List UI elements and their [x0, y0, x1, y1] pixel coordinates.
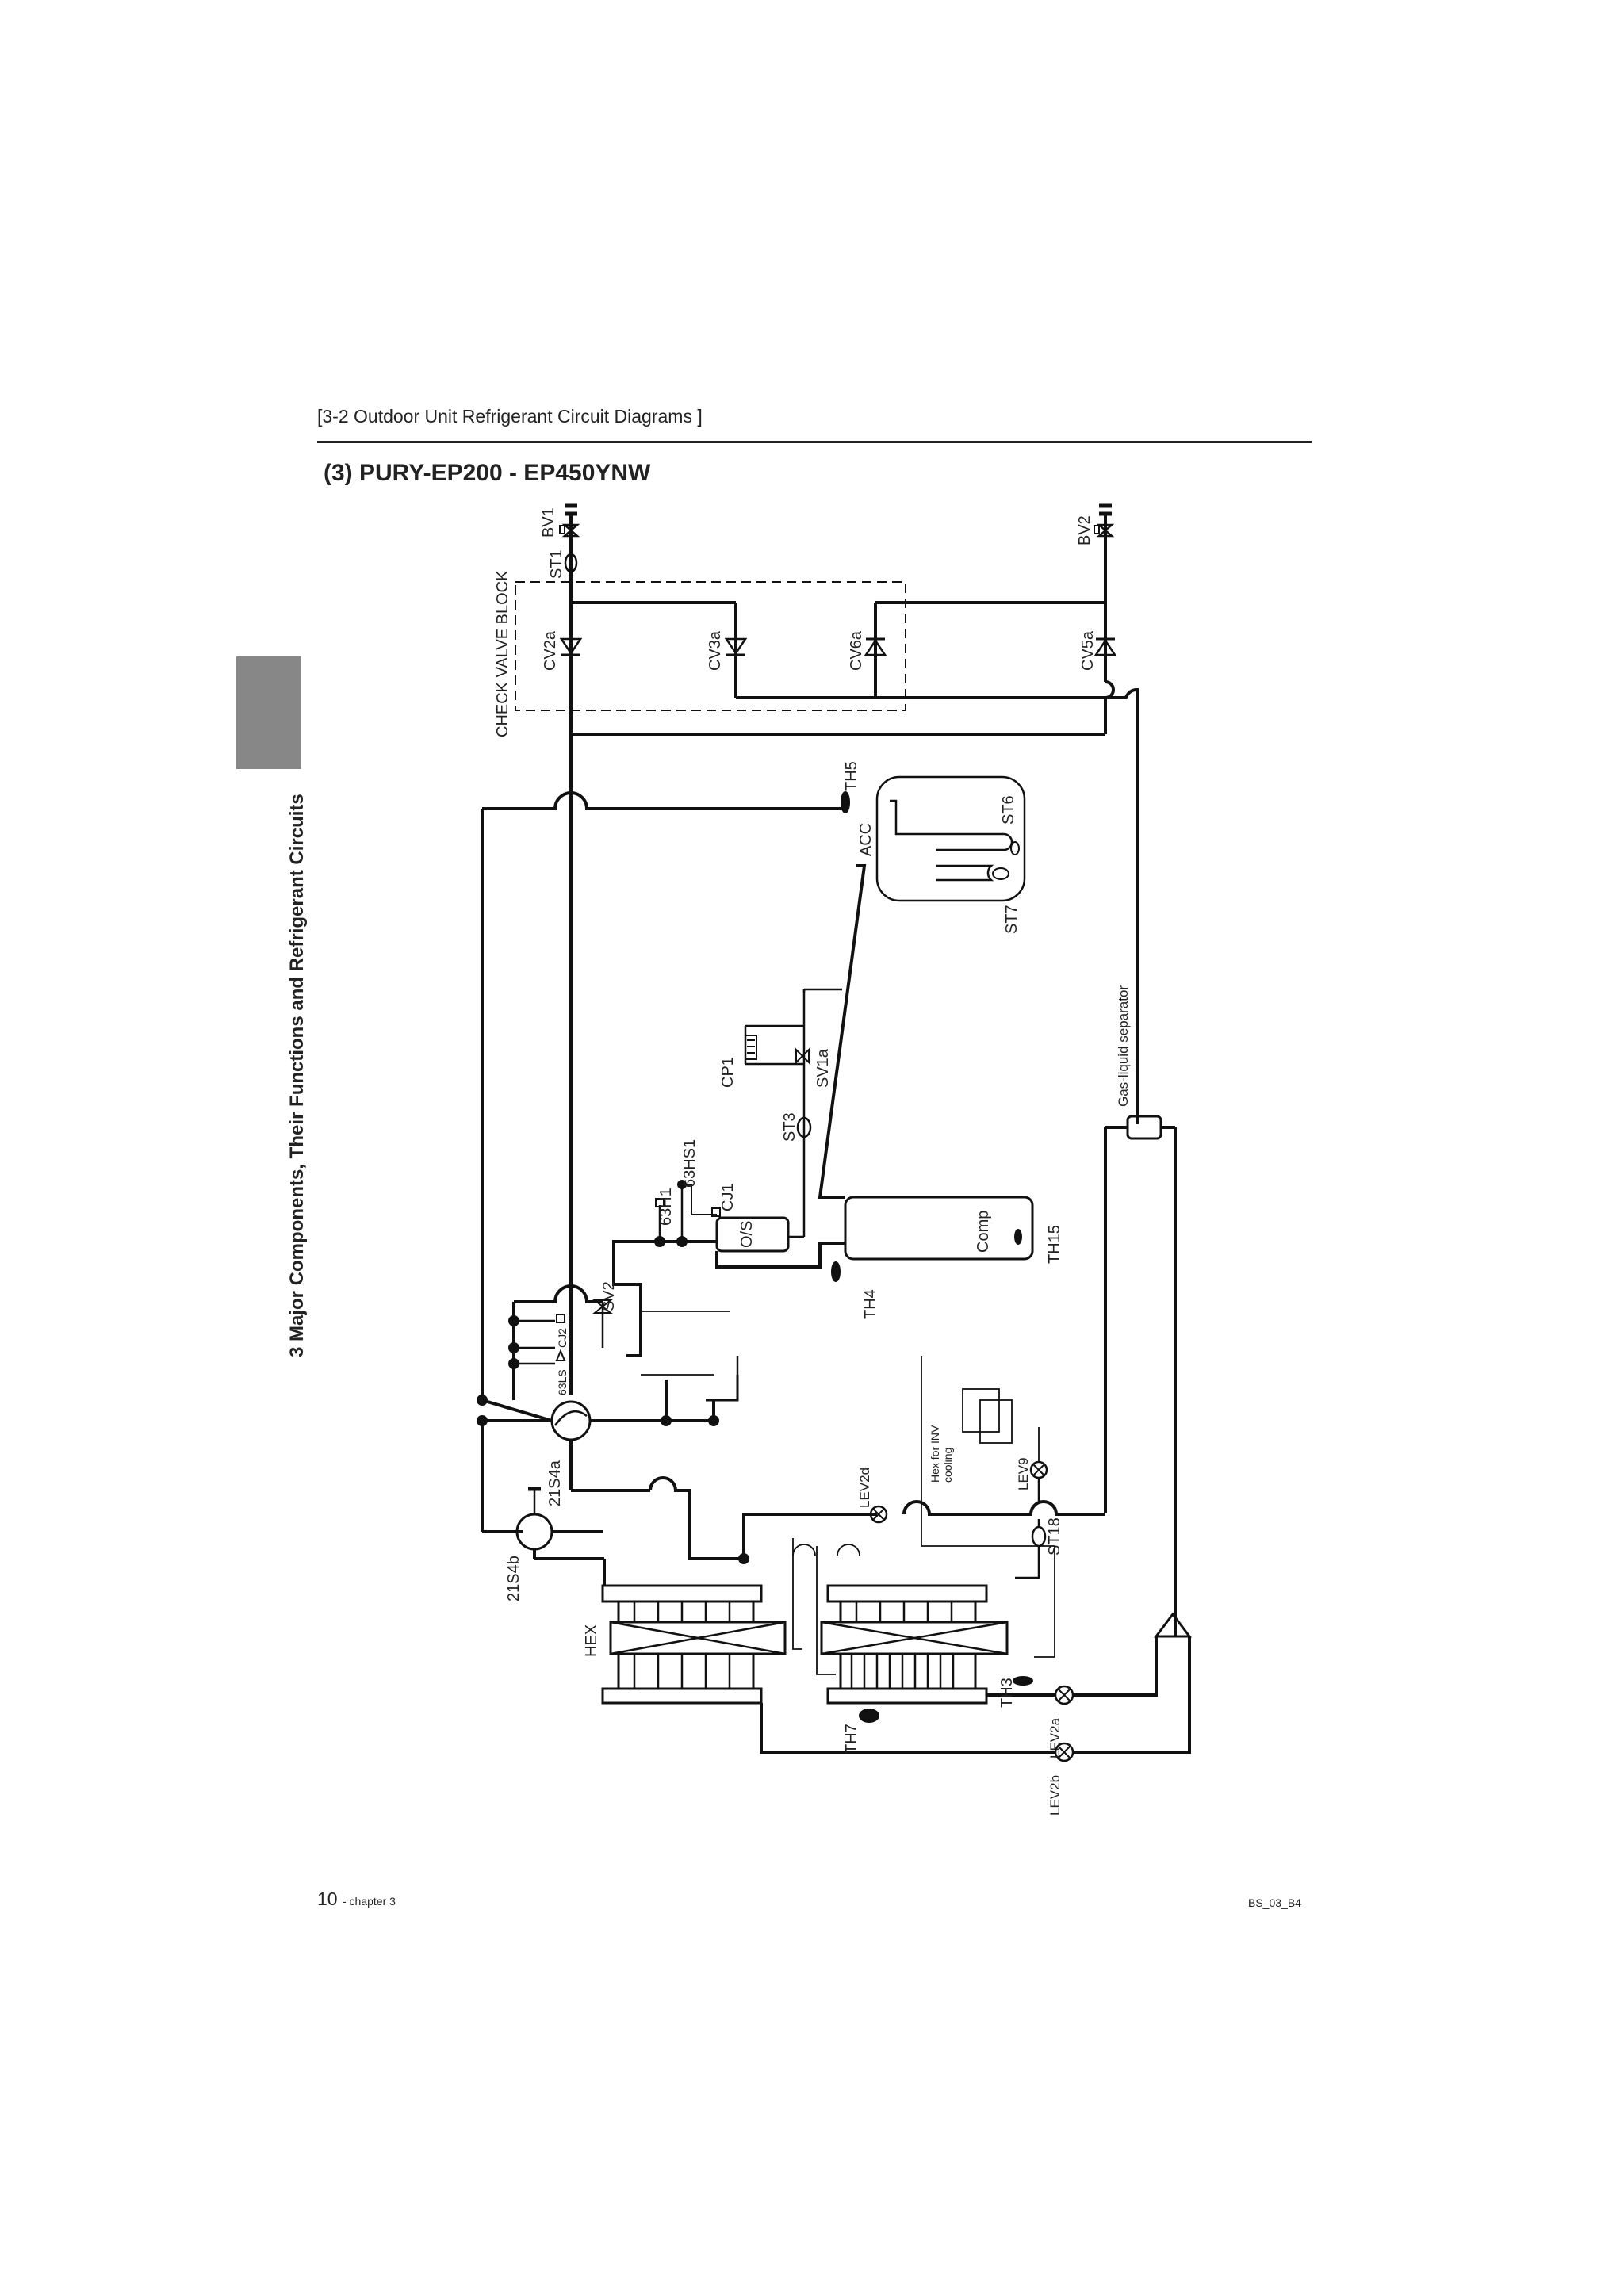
chapter-tab: [236, 656, 301, 769]
cv6a-valve-icon: [864, 638, 887, 656]
label-63hs1: 63HS1: [681, 1139, 699, 1188]
section-header: [3-2 Outdoor Unit Refrigerant Circuit Di…: [317, 406, 703, 427]
diagram-labels: BV1 ST1 BV2 CHECK VALVE BLOCK CV2a CV3a …: [494, 507, 1131, 1816]
st3-strainer-icon: [796, 1116, 812, 1138]
label-st3: ST3: [781, 1112, 799, 1142]
doc-code: BS_03_B4: [1248, 1896, 1301, 1909]
hex-for-inv-cooling: [962, 1388, 1000, 1433]
sv2-valve-icon: [592, 1299, 613, 1314]
63h1-switch-icon: [655, 1198, 665, 1207]
label-lev2d: LEV2d: [857, 1468, 872, 1508]
label-acc: ACC: [857, 823, 875, 856]
th5-sensor-icon: [841, 791, 850, 813]
label-cv3a: CV3a: [707, 630, 724, 671]
label-cj2: CJ2: [556, 1328, 569, 1348]
page-title: (3) PURY-EP200 - EP450YNW: [324, 460, 651, 486]
label-comp: Comp: [975, 1211, 992, 1253]
label-lev2b: LEV2b: [1048, 1775, 1063, 1816]
label-cv5a: CV5a: [1079, 630, 1097, 671]
label-th5: TH5: [843, 761, 860, 791]
page-number: 10: [317, 1888, 338, 1909]
cv3a-valve-icon: [724, 637, 748, 656]
label-bv2: BV2: [1076, 515, 1094, 545]
st7-strainer-icon: [992, 867, 1009, 880]
accumulator: [875, 775, 1026, 902]
compressor: [844, 1196, 1034, 1261]
footer-page-ref: 10 - chapter 3: [317, 1888, 396, 1910]
distributor-icon: [1154, 1612, 1192, 1638]
label-st1: ST1: [548, 549, 565, 579]
63ls-sensor-icon: [555, 1349, 566, 1361]
gas-liquid-separator: [1126, 1115, 1162, 1140]
label-th4: TH4: [862, 1289, 879, 1319]
label-th3: TH3: [998, 1678, 1016, 1708]
label-63h1: 63H1: [657, 1188, 675, 1226]
label-hex-for-inv-cooling-2: cooling: [941, 1448, 954, 1483]
label-cp1: CP1: [719, 1057, 737, 1088]
cj1-joint-icon: [711, 1207, 721, 1217]
hex-left-unit: [601, 1584, 787, 1705]
label-st6: ST6: [1000, 795, 1017, 825]
th15-sensor-icon: [1014, 1229, 1022, 1245]
label-th15: TH15: [1046, 1225, 1063, 1264]
hex-right-unit: [820, 1584, 1009, 1705]
label-bv1: BV1: [540, 507, 557, 538]
label-hex-for-inv-cooling-1: Hex for INV: [929, 1425, 941, 1483]
check-valve-block: [515, 581, 906, 711]
label-cj1: CJ1: [719, 1183, 737, 1211]
th4-sensor-icon: [831, 1261, 841, 1282]
oil-separator: [715, 1216, 790, 1253]
bv2-valve-icon: [1096, 523, 1115, 538]
label-cv2a: CV2a: [542, 630, 559, 671]
chapter-ref: - chapter 3: [342, 1895, 396, 1908]
cv5a-valve-icon: [1094, 638, 1117, 656]
label-sv2: SV2: [600, 1281, 618, 1311]
label-os: O/S: [738, 1221, 756, 1248]
label-63ls: 63LS: [556, 1369, 569, 1395]
label-st7: ST7: [1003, 905, 1021, 934]
label-st18: ST18: [1046, 1517, 1063, 1556]
cj2-joint-icon: [556, 1314, 565, 1323]
label-lev9: LEV9: [1016, 1457, 1031, 1490]
bv1-valve-icon: [561, 523, 580, 538]
st6-strainer-icon: [1010, 841, 1020, 855]
label-cv6a: CV6a: [848, 630, 865, 671]
th3-sensor-icon: [1013, 1676, 1033, 1686]
label-lev2a: LEV2a: [1048, 1717, 1063, 1758]
label-check-valve-block: CHECK VALVE BLOCK: [494, 570, 511, 737]
th7-sensor-icon: [859, 1709, 879, 1723]
label-hex: HEX: [583, 1624, 600, 1657]
label-21s4b: 21S4b: [505, 1556, 523, 1601]
st18-strainer-icon: [1031, 1525, 1047, 1548]
label-th7: TH7: [843, 1724, 860, 1754]
lev2d-valve-icon: [869, 1505, 888, 1524]
label-sv1a: SV1a: [814, 1048, 832, 1088]
cp1-coil-icon: [745, 1035, 757, 1060]
st1-strainer-icon: [564, 553, 578, 573]
sv1a-valve-icon: [795, 1047, 810, 1065]
label-21s4a: 21S4a: [546, 1460, 564, 1506]
header-rule: [317, 441, 1312, 443]
label-gas-liquid-separator: Gas-liquid separator: [1116, 985, 1131, 1107]
cv2a-valve-icon: [559, 637, 583, 656]
